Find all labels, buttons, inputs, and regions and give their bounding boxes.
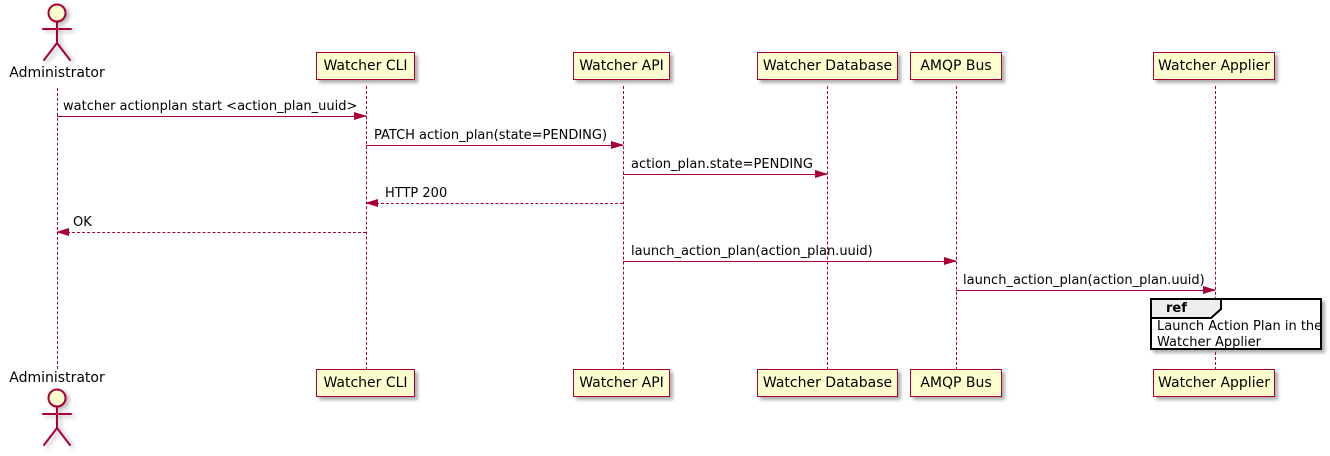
lifeline-watcher-api <box>623 86 624 370</box>
message-label: launch_action_plan(action_plan.uuid) <box>963 273 1205 288</box>
ref-header-shape <box>1150 298 1222 319</box>
message-line <box>956 290 1215 291</box>
message-label: watcher actionplan start <action_plan_uu… <box>63 99 358 114</box>
message-label: action_plan.state=PENDING <box>631 157 813 172</box>
actor-label-bottom: Administrator <box>9 370 105 386</box>
participant-watcher-api-bottom: Watcher API <box>573 369 670 397</box>
participant-watcher-api-top: Watcher API <box>573 52 670 80</box>
ref-body-line1: Launch Action Plan in the <box>1157 319 1323 334</box>
lifeline-watcher-database <box>827 86 828 370</box>
arrowhead-right-icon <box>354 112 367 120</box>
actor-icon <box>42 3 72 61</box>
ref-fragment: ref Launch Action Plan in the Watcher Ap… <box>1150 298 1322 350</box>
message-line <box>366 145 623 146</box>
lifeline-watcher-cli <box>366 86 367 370</box>
message-label: launch_action_plan(action_plan.uuid) <box>631 244 873 259</box>
message-line <box>623 174 827 175</box>
ref-keyword: ref <box>1166 301 1187 316</box>
message-label: OK <box>73 215 92 230</box>
participant-watcher-applier-top: Watcher Applier <box>1153 52 1275 80</box>
message-line <box>57 116 366 117</box>
participant-watcher-cli-top: Watcher CLI <box>316 52 415 80</box>
arrowhead-left-icon <box>365 199 378 207</box>
message-line <box>623 261 956 262</box>
participant-watcher-database-bottom: Watcher Database <box>757 369 898 397</box>
lifeline-amqp-bus <box>956 86 957 370</box>
actor-label-top: Administrator <box>9 65 105 81</box>
participant-amqp-bus-bottom: AMQP Bus <box>910 369 1002 397</box>
participant-watcher-database-top: Watcher Database <box>757 52 898 80</box>
arrowhead-right-icon <box>944 257 957 265</box>
lifeline-watcher-applier <box>1215 86 1216 370</box>
arrowhead-left-icon <box>56 228 69 236</box>
participant-amqp-bus-top: AMQP Bus <box>910 52 1002 80</box>
actor-icon <box>42 388 72 446</box>
arrowhead-right-icon <box>815 170 828 178</box>
message-line <box>57 232 366 233</box>
message-label: PATCH action_plan(state=PENDING) <box>374 128 608 143</box>
arrowhead-right-icon <box>1203 286 1216 294</box>
arrowhead-right-icon <box>611 141 624 149</box>
message-line <box>366 203 623 204</box>
ref-body: Launch Action Plan in the Watcher Applie… <box>1157 319 1322 351</box>
ref-body-line2: Watcher Applier <box>1157 335 1261 350</box>
message-label: HTTP 200 <box>385 186 448 201</box>
participant-watcher-cli-bottom: Watcher CLI <box>316 369 415 397</box>
participant-watcher-applier-bottom: Watcher Applier <box>1153 369 1275 397</box>
